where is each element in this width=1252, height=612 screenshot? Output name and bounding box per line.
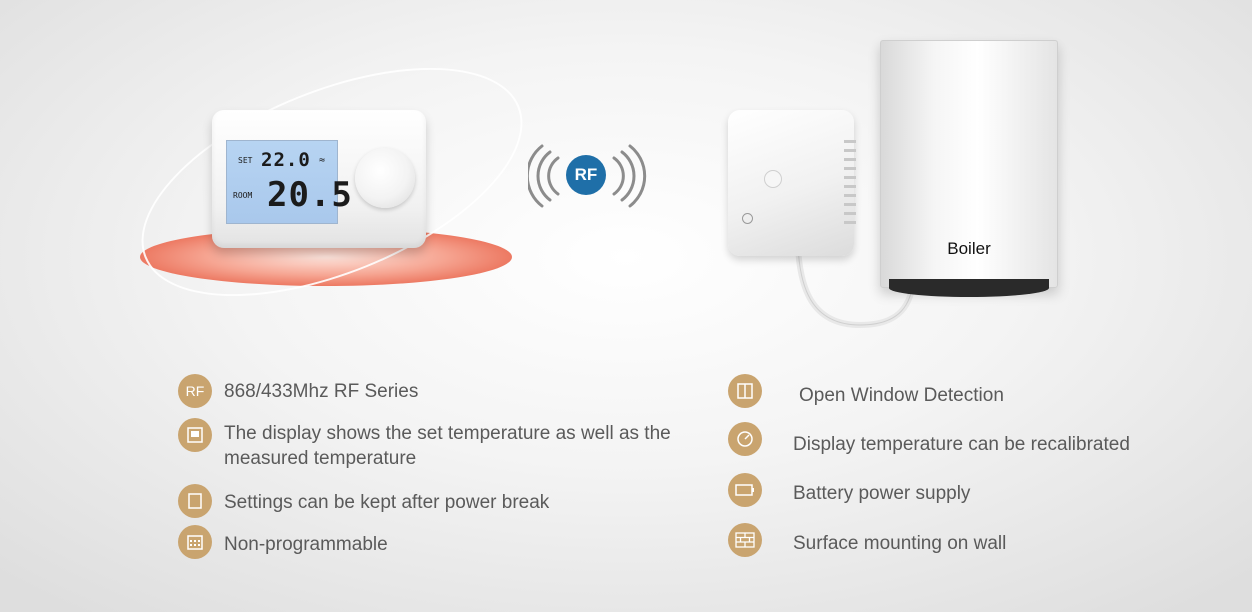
feature-item-battery: Battery power supply bbox=[728, 473, 970, 507]
dial-knob bbox=[355, 148, 415, 208]
feature-text: Open Window Detection bbox=[799, 385, 1004, 406]
feature-text: Battery power supply bbox=[793, 483, 971, 504]
feature-text: Settings can be kept after power break bbox=[224, 492, 550, 513]
battery-icon bbox=[728, 473, 762, 507]
receiver-unit bbox=[728, 110, 856, 256]
rf-badge: RF bbox=[566, 155, 606, 195]
receiver-indicator bbox=[764, 170, 782, 188]
feature-item-wall: Surface mounting on wall bbox=[728, 523, 1006, 557]
heating-icon: ≈ bbox=[319, 155, 326, 166]
thermostat-body: SET 22.0 ≈ ROOM 20.5 bbox=[212, 110, 426, 248]
boiler-base bbox=[889, 279, 1049, 297]
cable bbox=[795, 246, 917, 329]
signal-waves-icon bbox=[528, 144, 647, 208]
feature-text: Display temperature can be recalibrated bbox=[793, 434, 1130, 455]
feature-item-rf: RF 868/433Mhz RF Series bbox=[178, 374, 418, 408]
feature-item-display: The display shows the set temperature as… bbox=[178, 418, 698, 471]
feature-text: The display shows the set temperature as… bbox=[224, 423, 671, 469]
feature-text: Surface mounting on wall bbox=[793, 533, 1007, 554]
set-label: SET bbox=[238, 156, 253, 165]
wall-brick-icon bbox=[728, 523, 762, 557]
memory-icon bbox=[178, 484, 212, 518]
receiver-vents bbox=[844, 140, 856, 226]
power-icon bbox=[742, 213, 753, 224]
feature-item-nonprog: Non-programmable bbox=[178, 525, 388, 559]
calendar-icon bbox=[178, 525, 212, 559]
set-temperature: 22.0 bbox=[261, 149, 311, 171]
gauge-icon bbox=[728, 422, 762, 456]
feature-item-memory: Settings can be kept after power break bbox=[178, 484, 549, 518]
thermostat-image: SET 22.0 ≈ ROOM 20.5 bbox=[110, 21, 554, 343]
display-icon bbox=[178, 418, 212, 452]
rf-icon: RF bbox=[178, 374, 212, 408]
room-label: ROOM bbox=[233, 191, 253, 200]
lcd-display: SET 22.0 ≈ ROOM 20.5 bbox=[226, 140, 352, 224]
feature-item-window: Open Window Detection bbox=[728, 374, 1004, 408]
feature-text: Non-programmable bbox=[224, 534, 388, 555]
room-temperature: 20.5 bbox=[267, 175, 353, 215]
boiler-unit: Boiler bbox=[880, 40, 1058, 297]
rf-signal: RF bbox=[528, 140, 648, 212]
feature-item-recalibrate: Display temperature can be recalibrated bbox=[728, 422, 1130, 457]
feature-text: 868/433Mhz RF Series bbox=[224, 381, 419, 402]
boiler-label: Boiler bbox=[947, 239, 991, 258]
window-icon bbox=[728, 374, 762, 408]
